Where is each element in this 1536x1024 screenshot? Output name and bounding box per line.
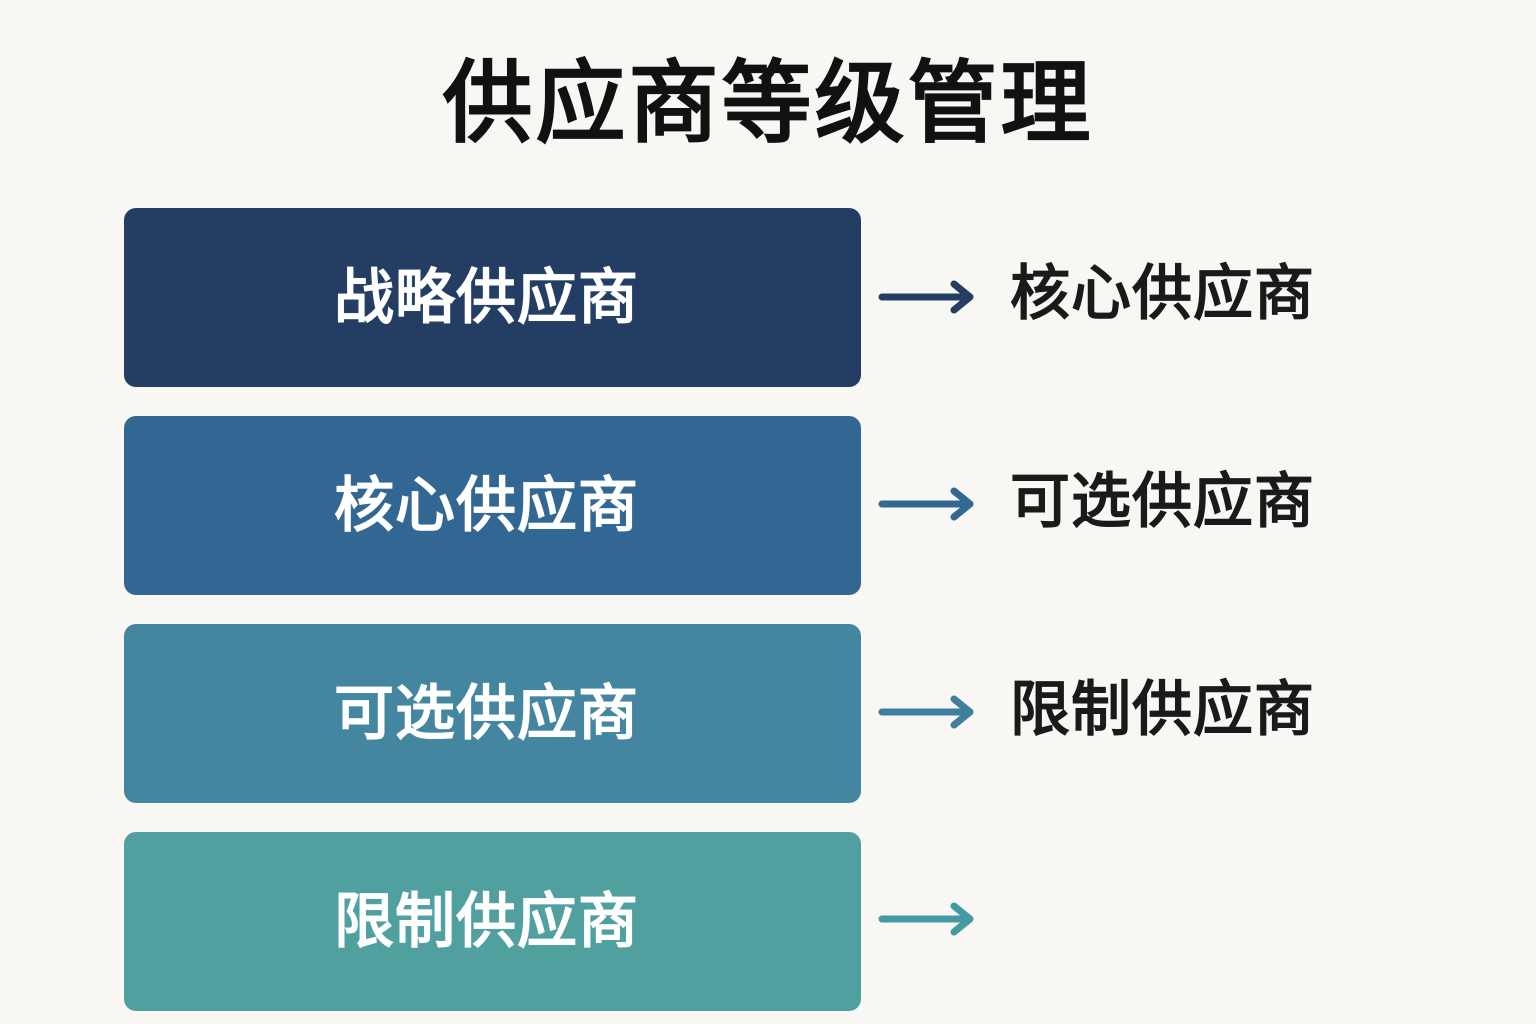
tier-label: 战略供应商: [334, 262, 639, 333]
next-tier-label: 限制供应商: [1010, 675, 1315, 745]
next-tier-label: 可选供应商: [1010, 467, 1315, 537]
right-arrow-icon: [878, 695, 974, 729]
next-tier-label: 核心供应商: [1010, 259, 1315, 329]
tier-label: 可选供应商: [334, 678, 639, 749]
tier-box-core: 核心供应商: [124, 416, 861, 595]
tier-label: 限制供应商: [334, 886, 639, 957]
tier-box-optional: 可选供应商: [124, 624, 861, 803]
diagram-title: 供应商等级管理: [442, 51, 1094, 156]
right-arrow-icon: [878, 487, 974, 521]
right-arrow-icon: [878, 902, 974, 936]
right-arrow-icon: [878, 280, 974, 314]
tier-box-restricted: 限制供应商: [124, 832, 861, 1011]
tier-box-strategic: 战略供应商: [124, 208, 861, 387]
tier-label: 核心供应商: [334, 470, 639, 541]
